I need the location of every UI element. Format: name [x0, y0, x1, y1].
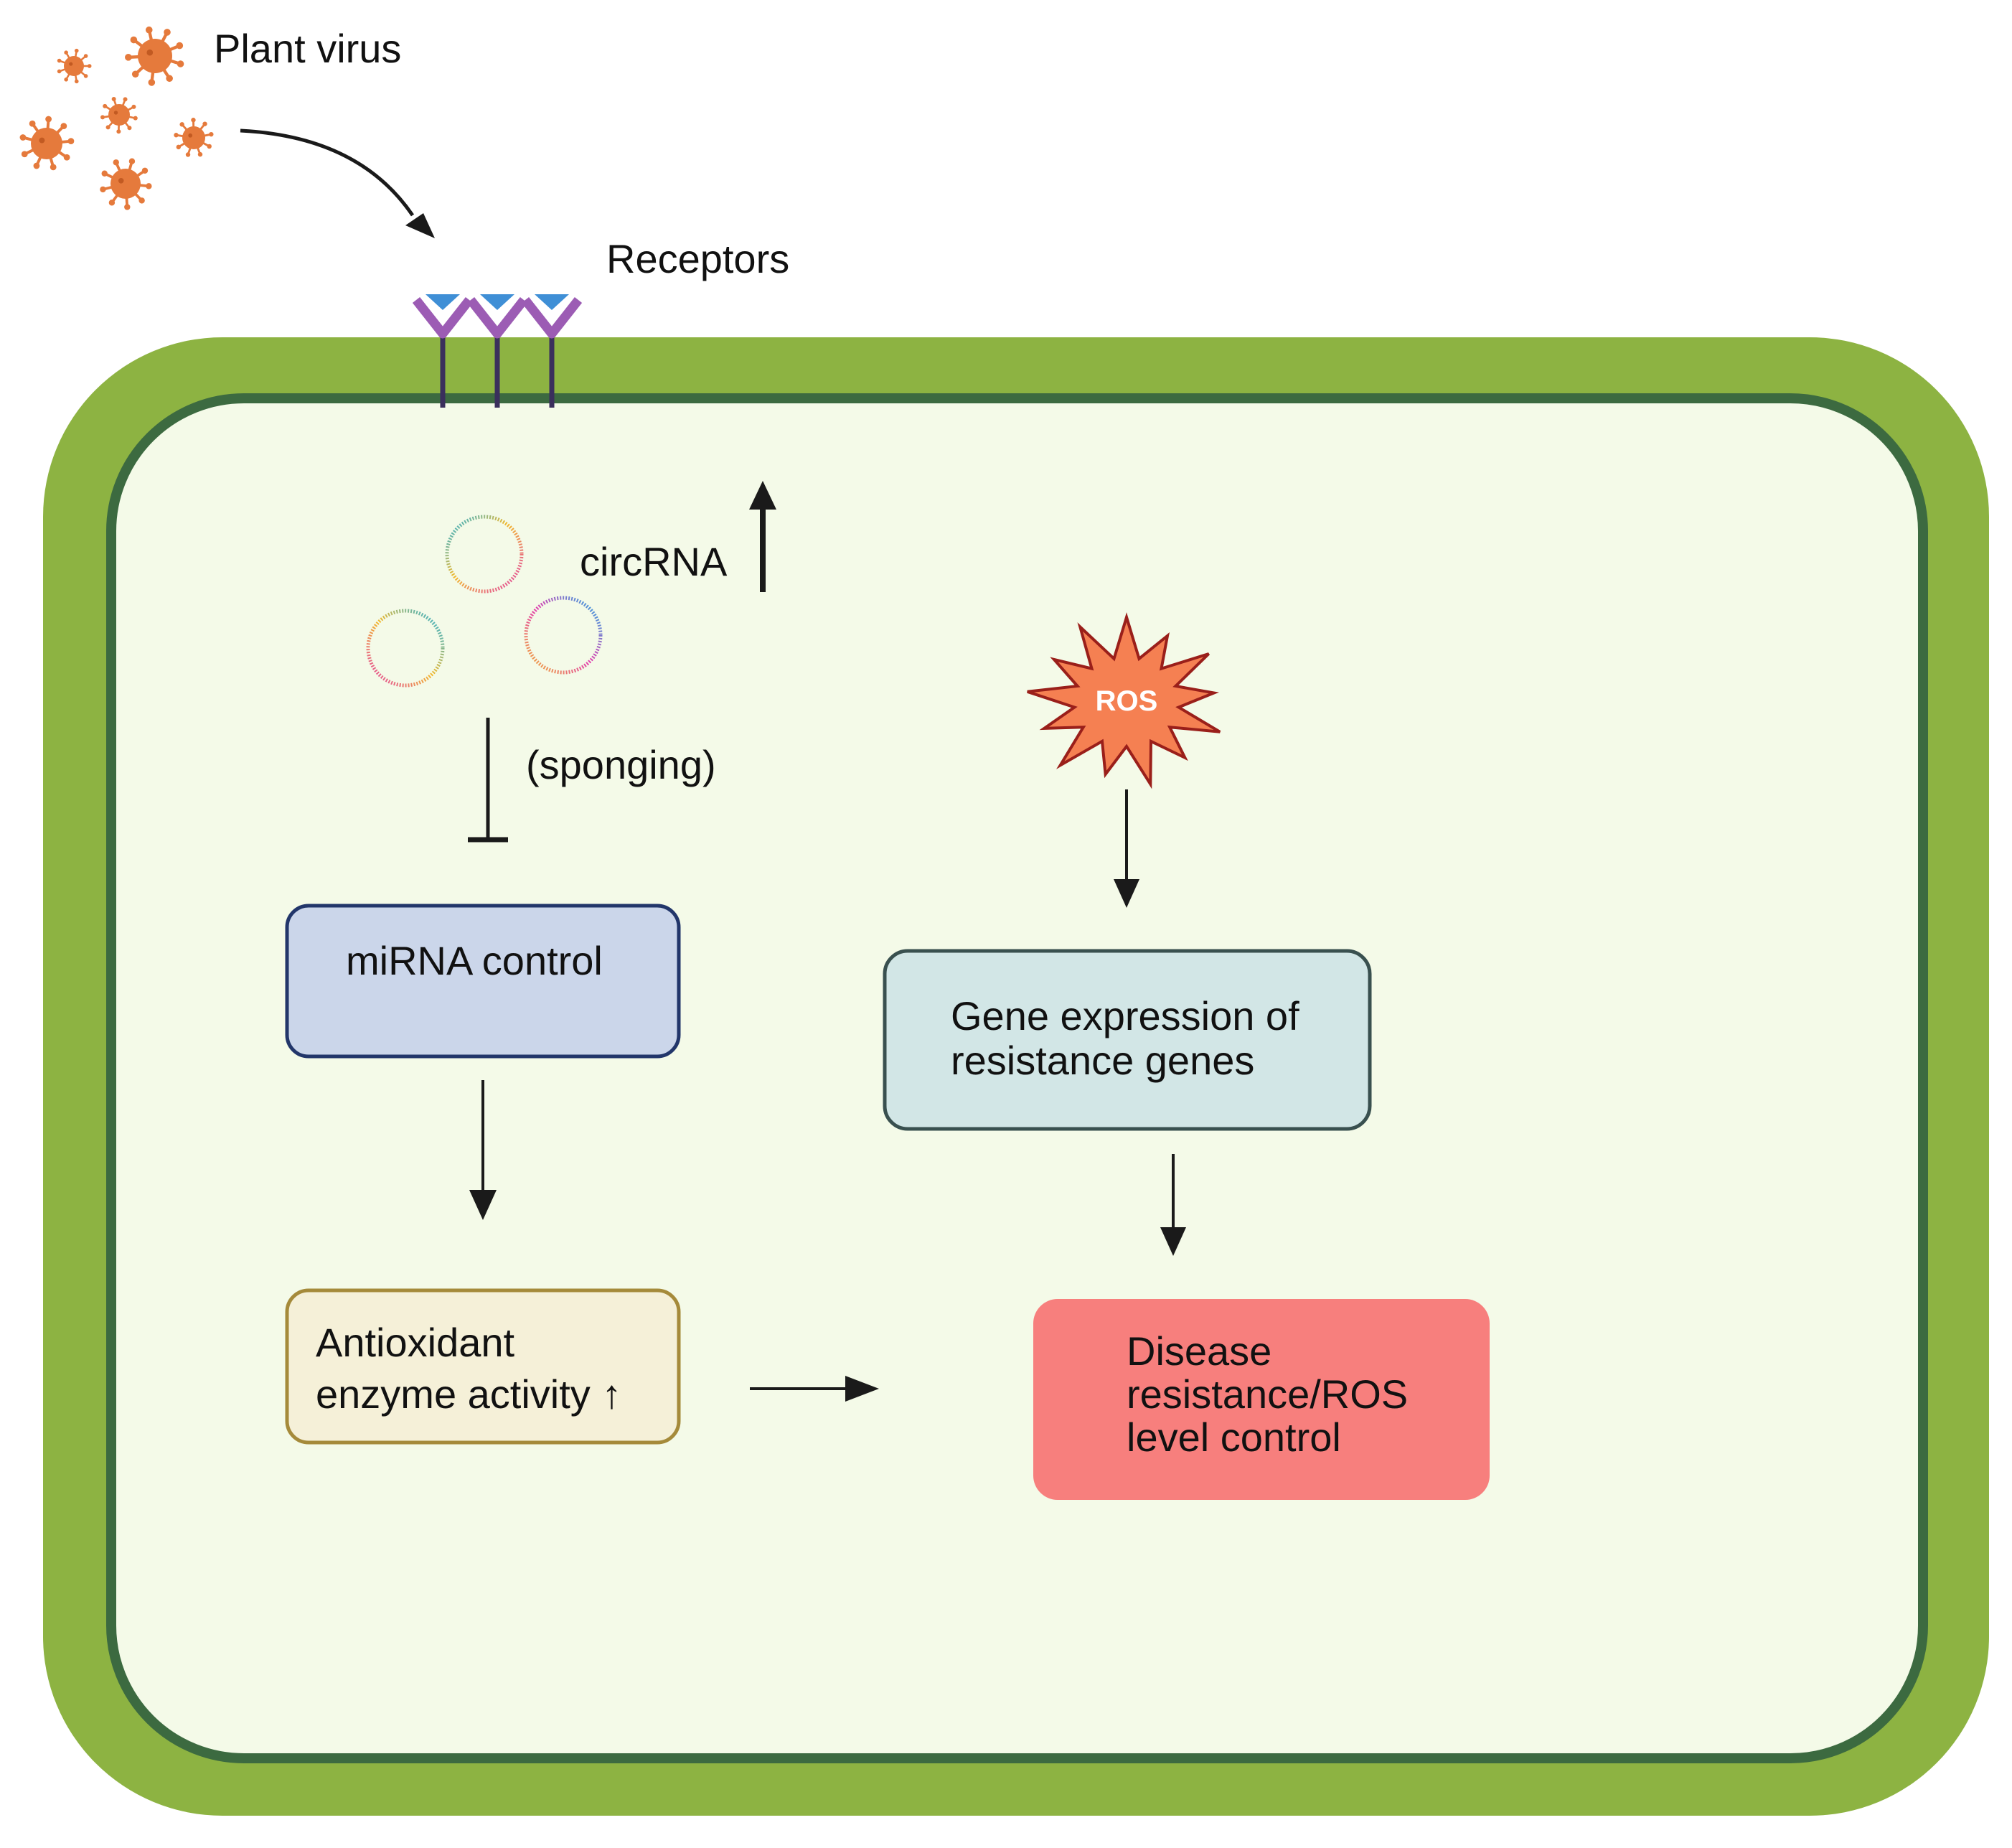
receptors-label: Receptors: [606, 236, 789, 281]
disease-line-1: Disease: [1127, 1328, 1271, 1374]
receptor-group: [416, 294, 578, 408]
antioxidant-line-2: enzyme activity ↑: [316, 1371, 621, 1417]
antioxidant-box: [287, 1290, 679, 1443]
sponging-label: (sponging): [526, 742, 716, 787]
plant-virus-label: Plant virus: [214, 26, 401, 71]
disease-line-3: level control: [1127, 1415, 1341, 1460]
virus-entry-arrowhead: [405, 213, 435, 238]
virus-icon: [100, 97, 138, 133]
virus-icon: [100, 159, 151, 210]
virus-icon: [20, 116, 75, 171]
disease-line-2: resistance/ROS: [1127, 1371, 1408, 1417]
gene-expression-line-1: Gene expression of: [951, 993, 1299, 1038]
ros-label: ROS: [1096, 685, 1158, 717]
virus-entry-arrow: [240, 131, 413, 215]
circrna-label: circRNA: [580, 539, 728, 584]
virus-icon: [57, 49, 92, 83]
gene-expression-line-2: resistance genes: [951, 1038, 1254, 1083]
virus-icon: [174, 118, 213, 157]
virus-icon: [125, 27, 184, 86]
antioxidant-line-1: Antioxidant: [316, 1320, 515, 1365]
virus-particles: [20, 27, 214, 210]
mirna-control-text: miRNA control: [346, 938, 603, 983]
